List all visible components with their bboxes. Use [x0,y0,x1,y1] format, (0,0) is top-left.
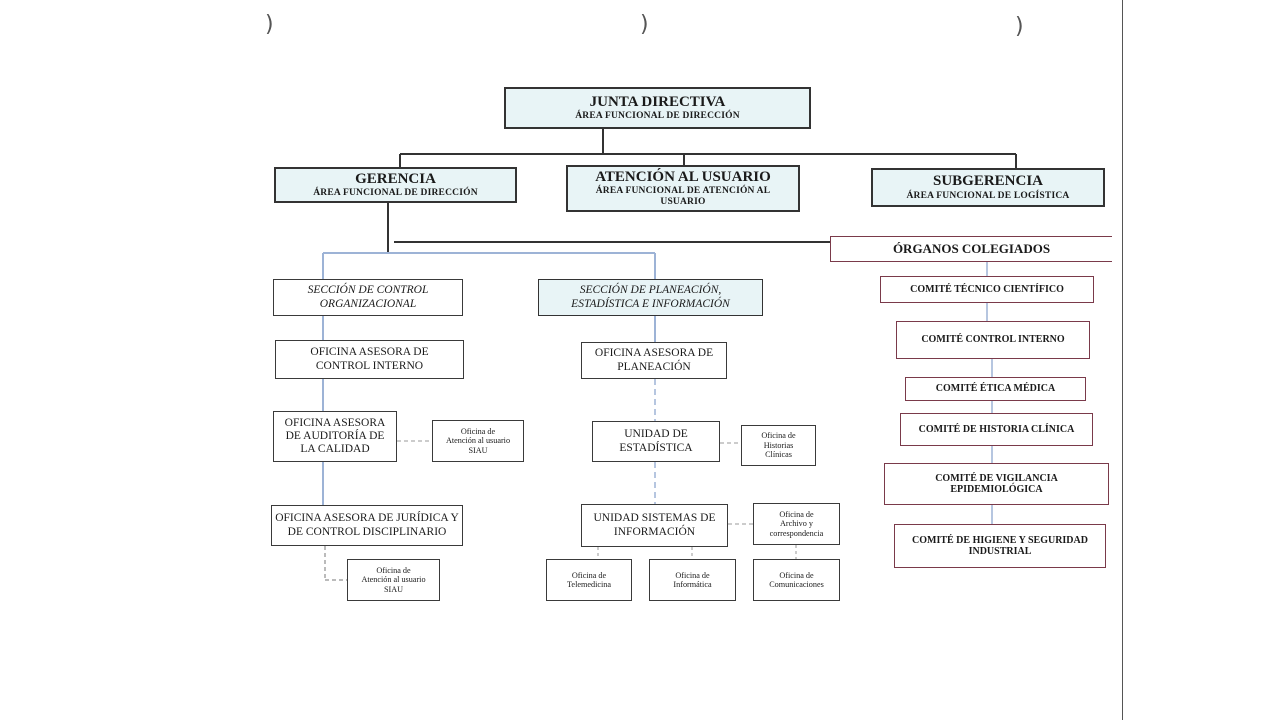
atencion-title: ATENCIÓN AL USUARIO [595,168,771,185]
oficina-siau-line3: SIAU [383,584,404,594]
page-edge-line [1122,0,1123,720]
oficina-archivo-line2: Archivo y [780,519,813,529]
comite-line1: COMITÉ DE HISTORIA CLÍNICA [918,423,1075,435]
atencion-usuario-box: ATENCIÓN AL USUARIO ÁREA FUNCIONAL DE AT… [566,165,800,212]
oficina-informatica-box: Oficina de Informática [649,559,736,601]
punch-mark: ) [265,12,274,37]
subgerencia-title: SUBGERENCIA [932,173,1044,190]
junta-subtitle: ÁREA FUNCIONAL DE DIRECCIÓN [575,111,740,122]
organos-colegiados-box: ÓRGANOS COLEGIADOS [830,236,1112,262]
comite-line1: COMITÉ DE HIGIENE Y SEGURIDAD [912,534,1088,546]
seccion-control-box: SECCIÓN DE CONTROL ORGANIZACIONAL [273,279,463,316]
oficina-informatica-line1: Oficina de [675,570,710,580]
oficina-archivo-line1: Oficina de [779,509,814,519]
punch-mark: ) [1015,14,1024,39]
oficina-auditoria-box: OFICINA ASESORA DE AUDITORÍA DE LA CALID… [273,411,397,462]
comite-line1: COMITÉ CONTROL INTERNO [921,334,1065,346]
oficina-planeacion-line1: OFICINA ASESORA DE [594,347,714,360]
unidad-estadistica-line1: UNIDAD DE [624,428,688,441]
oficina-auditoria-line3: LA CALIDAD [300,443,370,456]
comite-box: COMITÉ DE HIGIENE Y SEGURIDAD INDUSTRIAL [894,524,1106,568]
oficina-siau-line2: Atención al usuario [361,575,426,585]
comite-line1: COMITÉ DE VIGILANCIA [935,472,1058,484]
oficina-archivo-box: Oficina de Archivo y correspondencia [753,503,840,545]
oficina-comunicaciones-line2: Comunicaciones [769,580,824,589]
seccion-planeacion-line2: ESTADÍSTICA E INFORMACIÓN [571,297,730,310]
oficina-siau-line3: SIAU [468,445,488,455]
subgerencia-box: SUBGERENCIA ÁREA FUNCIONAL DE LOGÍSTICA [871,168,1105,207]
comite-box: COMITÉ CONTROL INTERNO [896,321,1090,359]
oficina-historias-line1: Oficina de [761,431,796,441]
oficina-auditoria-line1: OFICINA ASESORA [284,416,386,429]
seccion-planeacion-box: SECCIÓN DE PLANEACIÓN, ESTADÍSTICA E INF… [538,279,763,316]
oficina-planeacion-line2: PLANEACIÓN [617,360,691,373]
oficina-control-interno-line2: CONTROL INTERNO [315,359,424,372]
oficina-siau-box: Oficina de Atención al usuario SIAU [432,420,524,462]
seccion-control-line1: SECCIÓN DE CONTROL [307,284,429,297]
unidad-sistemas-line1: UNIDAD SISTEMAS DE [593,512,716,525]
junta-title: JUNTA DIRECTIVA [589,93,726,110]
comite-box: COMITÉ DE VIGILANCIA EPIDEMIOLÓGICA [884,463,1109,505]
oficina-historias-line3: Clínicas [765,450,792,460]
comite-box: COMITÉ DE HISTORIA CLÍNICA [900,413,1093,446]
oficina-historias-box: Oficina de Historias Clínicas [741,425,816,466]
gerencia-subtitle: ÁREA FUNCIONAL DE DIRECCIÓN [313,188,478,199]
comite-line2: INDUSTRIAL [968,546,1032,557]
oficina-juridica-line2: DE CONTROL DISCIPLINARIO [287,525,447,538]
seccion-planeacion-line1: SECCIÓN DE PLANEACIÓN, [579,284,722,297]
comite-line1: COMITÉ TÉCNICO CIENTÍFICO [910,283,1064,295]
atencion-subtitle-line2: USUARIO [660,197,706,208]
organos-title: ÓRGANOS COLEGIADOS [892,240,1051,256]
oficina-planeacion-box: OFICINA ASESORA DE PLANEACIÓN [581,342,727,379]
junta-directiva-box: JUNTA DIRECTIVA ÁREA FUNCIONAL DE DIRECC… [504,87,811,129]
comite-line1: COMITÉ ÉTICA MÉDICA [935,383,1056,395]
subgerencia-subtitle: ÁREA FUNCIONAL DE LOGÍSTICA [906,190,1070,201]
oficina-siau-line1: Oficina de [376,565,411,575]
oficina-comunicaciones-line1: Oficina de [779,570,814,580]
oficina-informatica-line2: Informática [673,580,712,589]
oficina-telemedicina-box: Oficina de Telemedicina [546,559,632,601]
oficina-juridica-box: OFICINA ASESORA DE JURÍDICA Y DE CONTROL… [271,505,463,546]
oficina-comunicaciones-box: Oficina de Comunicaciones [753,559,840,601]
oficina-siau-line2: Atención al usuario [445,436,511,446]
unidad-sistemas-box: UNIDAD SISTEMAS DE INFORMACIÓN [581,504,728,547]
oficina-auditoria-line2: DE AUDITORÍA DE [285,429,385,442]
oficina-telemedicina-line1: Oficina de [571,570,607,580]
gerencia-box: GERENCIA ÁREA FUNCIONAL DE DIRECCIÓN [274,167,517,203]
oficina-juridica-line1: OFICINA ASESORA DE JURÍDICA Y [275,512,459,525]
punch-mark: ) [640,12,649,37]
comite-line2: EPIDEMIOLÓGICA [950,484,1043,495]
oficina-telemedicina-line2: Telemedicina [567,580,611,589]
atencion-subtitle-line1: ÁREA FUNCIONAL DE ATENCIÓN AL [595,186,771,197]
comite-box: COMITÉ ÉTICA MÉDICA [905,377,1086,401]
oficina-siau-line1: Oficina de [460,426,496,436]
unidad-estadistica-line2: ESTADÍSTICA [619,441,693,454]
seccion-control-line2: ORGANIZACIONAL [319,297,417,310]
oficina-siau-box: Oficina de Atención al usuario SIAU [347,559,440,601]
oficina-archivo-line3: correspondencia [769,528,824,538]
oficina-control-interno-line1: OFICINA ASESORA DE [310,346,429,359]
unidad-sistemas-line2: INFORMACIÓN [613,525,696,538]
gerencia-title: GERENCIA [355,170,436,187]
unidad-estadistica-box: UNIDAD DE ESTADÍSTICA [592,421,720,462]
comite-box: COMITÉ TÉCNICO CIENTÍFICO [880,276,1094,303]
oficina-historias-line2: Historias [763,440,794,450]
oficina-control-interno-box: OFICINA ASESORA DE CONTROL INTERNO [275,340,464,379]
